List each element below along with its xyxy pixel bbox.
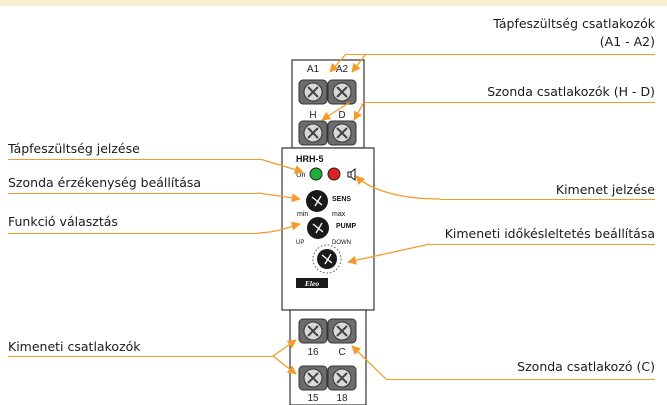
arrow-power-led [259, 158, 304, 174]
terminal-screw-a1 [298, 79, 328, 105]
terminal-screw-16 [298, 318, 328, 344]
up-label: UP [296, 240, 304, 246]
terminal-screw-c [327, 318, 357, 344]
brand-badge [296, 278, 328, 288]
arrow-a2 [351, 53, 367, 73]
max-label: max [332, 211, 346, 218]
label-output-terminals: Kimeneti csatlakozók [8, 339, 141, 354]
pump-label: PUMP [336, 223, 357, 230]
down-label: DOWN [332, 240, 351, 246]
label-power-indicator: Tápfeszültség jelzése [8, 141, 140, 156]
label-probe-c: Szonda csatlakozó (C) [517, 359, 655, 374]
min-label: min [297, 211, 308, 218]
terminal-screw-15 [298, 365, 328, 391]
arrow-d [353, 101, 365, 121]
arrow-a1 [329, 53, 347, 73]
terminal-screw-h [298, 120, 328, 146]
underline-probe [350, 102, 655, 103]
underline-function [8, 233, 258, 234]
delay-knob [312, 244, 342, 274]
arrow-output-15 [272, 355, 297, 375]
terminal-label-15: 15 [307, 393, 319, 404]
label-power-terminals-line2: (A1 - A2) [599, 34, 655, 49]
underline-power-indicator [8, 159, 260, 160]
arrow-sensitivity [257, 192, 301, 203]
label-power-terminals-line1: Tápfeszültség csatlakozók [493, 16, 655, 31]
terminal-screw-18 [327, 365, 357, 391]
terminal-label-16: 16 [307, 347, 319, 358]
terminal-label-d: D [338, 110, 345, 121]
underline-output-delay [430, 244, 655, 245]
arrow-h [321, 101, 351, 121]
top-strip [0, 0, 667, 6]
arrow-probe-c [351, 345, 387, 380]
underline-output-indicator [440, 199, 655, 200]
arrow-output-led [355, 175, 441, 200]
arrow-output-16 [272, 339, 297, 357]
underline-probe-c [386, 379, 655, 380]
label-power-terminals: Tápfeszültség csatlakozók (A1 - A2) [493, 16, 655, 49]
function-knob [307, 217, 329, 239]
underline-power [346, 54, 655, 55]
label-function: Funkció választás [8, 214, 118, 229]
label-output-delay: Kimeneti időkésleltetés beállítása [444, 226, 655, 241]
label-output-indicator: Kimenet jelzése [555, 182, 655, 197]
led-green [309, 167, 323, 181]
sens-label: SENS [332, 196, 351, 203]
output-speaker-icon [347, 168, 356, 181]
sensitivity-knob [306, 190, 328, 212]
led-red [327, 167, 341, 181]
label-probe-terminals: Szonda csatlakozók (H - D) [487, 84, 655, 99]
underline-output-terminals [8, 356, 273, 357]
brand-label: Eleo [304, 279, 319, 288]
terminal-screw-d [327, 120, 357, 146]
arrow-delay [347, 243, 431, 265]
terminal-label-18: 18 [336, 393, 348, 404]
terminal-label-a1: A1 [307, 64, 320, 75]
model-label: HRH-5 [296, 154, 324, 164]
terminal-label-h: H [309, 110, 316, 121]
terminal-screw-a2 [327, 79, 357, 105]
un-label: Un [296, 170, 306, 179]
label-sensitivity: Szonda érzékenység beállítása [8, 175, 202, 190]
underline-sensitivity [8, 193, 258, 194]
terminal-label-c: C [338, 347, 345, 358]
arrow-function [257, 221, 301, 234]
terminal-label-a2: A2 [336, 64, 349, 75]
